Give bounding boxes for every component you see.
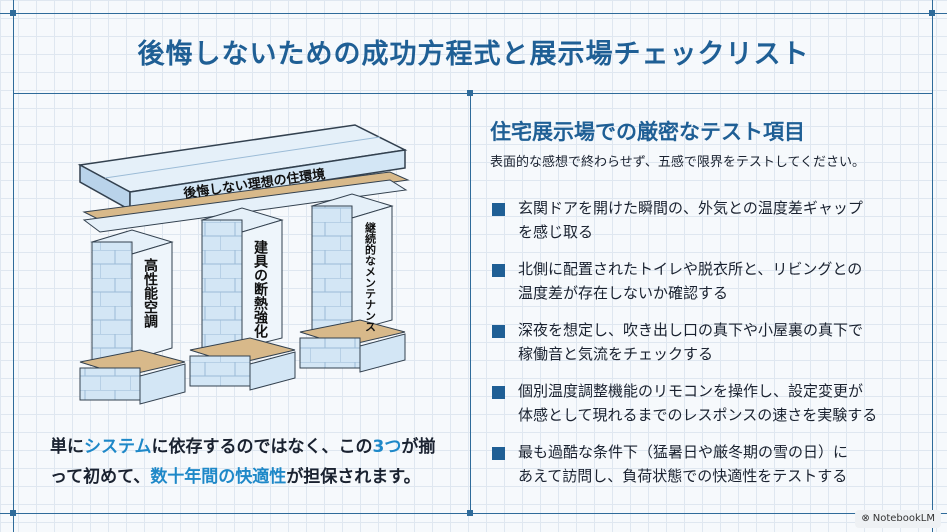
- pillar-label: 高性能空調: [142, 257, 158, 329]
- checklist-item: 玄関ドアを開けた瞬間の、外気との温度差ギャップ を感じ取る: [490, 196, 920, 257]
- checklist-item: 深夜を想定し、吹き出し口の真下や小屋裏の真下で 稼働音と気流をチェックする: [490, 318, 920, 379]
- checklist-subtitle: 表面的な感想で終わらせず、五感で限界をテストしてください。: [490, 155, 866, 170]
- checklist-item-line: 最も過酷な条件下（猛暑日や厳冬期の雪の日）に: [518, 443, 849, 461]
- corner-dot: [929, 10, 935, 16]
- pillar-illustration: 後悔しない理想の住環境 高性能空調 建具の断熱強化: [77, 124, 410, 405]
- checklist-item-line: 玄関ドアを開けた瞬間の、外気との温度差ギャップ: [518, 199, 863, 217]
- checklist-title: 住宅展示場での厳密なテスト項目: [490, 120, 805, 144]
- caption-part: 単に: [50, 437, 84, 457]
- divider-dot: [467, 90, 473, 96]
- frame-right-line: [932, 0, 933, 532]
- frame-bottom-line: [0, 513, 947, 514]
- caption-part: が揃って初めて、: [50, 437, 436, 487]
- checklist-item-line: 北側に配置されたトイレや脱衣所と、リビングとの: [518, 260, 863, 278]
- notebooklm-logo-icon: ⊗: [861, 513, 870, 524]
- frame-left-line: [13, 0, 14, 532]
- checklist-item-line: あえて訪問し、負荷状態での快適性をテストする: [518, 467, 848, 485]
- pillar-diagram: 後悔しない理想の住環境 高性能空調 建具の断熱強化: [70, 110, 410, 415]
- notebooklm-label: NotebookLM: [872, 513, 935, 524]
- pillar-label: 継続的なメンテナンス: [364, 221, 377, 332]
- checklist: 玄関ドアを開けた瞬間の、外気との温度差ギャップ を感じ取る 北側に配置されたトイ…: [490, 196, 920, 501]
- checklist-item-line: を感じ取る: [518, 223, 594, 241]
- page-title: 後悔しないための成功方程式と展示場チェックリスト: [137, 39, 810, 70]
- divider-dot: [467, 510, 473, 516]
- caption-part: が担保されます。: [286, 467, 421, 487]
- header-divider: [13, 93, 933, 94]
- square-bullet-icon: [492, 386, 505, 399]
- pillar-continuous-maintenance: [299, 193, 406, 373]
- notebooklm-badge: ⊗ NotebookLM: [855, 510, 941, 528]
- checklist-item: 最も過酷な条件下（猛暑日や厳冬期の雪の日）に あえて訪問し、負荷状態での快適性を…: [490, 440, 920, 501]
- caption-part: に依存するのではなく、この: [151, 437, 373, 457]
- pillar-high-performance-ac: [79, 229, 186, 405]
- square-bullet-icon: [492, 325, 505, 338]
- pillar-label: 建具の断熱強化: [252, 239, 269, 339]
- pillar-insulated-fittings: [189, 207, 296, 391]
- frame-top-line: [0, 13, 947, 14]
- corner-dot: [10, 10, 16, 16]
- caption-highlight: 数十年間の快適性: [150, 467, 287, 487]
- checklist-item: 北側に配置されたトイレや脱衣所と、リビングとの 温度差が存在しないか確認する: [490, 257, 920, 318]
- square-bullet-icon: [492, 264, 505, 277]
- square-bullet-icon: [492, 203, 505, 216]
- caption: 単にシステムに依存するのではなく、この3つが揃って初めて、数十年間の快適性が担保…: [50, 432, 450, 492]
- caption-highlight: 3つ: [372, 437, 402, 457]
- checklist-item-line: 個別温度調整機能のリモコンを操作し、設定変更が: [518, 382, 864, 400]
- checklist-item-line: 稼働音と気流をチェックする: [518, 345, 714, 363]
- column-divider: [470, 93, 471, 513]
- checklist-item-line: 体感として現れるまでのレスポンスの速さを実験する: [518, 406, 878, 424]
- corner-dot: [10, 510, 16, 516]
- caption-highlight: システム: [84, 437, 152, 457]
- square-bullet-icon: [492, 447, 505, 460]
- checklist-item-line: 温度差が存在しないか確認する: [518, 284, 729, 302]
- checklist-item-line: 深夜を想定し、吹き出し口の真下や小屋裏の真下で: [518, 321, 864, 339]
- roof-beam: [77, 124, 410, 233]
- checklist-item: 個別温度調整機能のリモコンを操作し、設定変更が 体感として現れるまでのレスポンス…: [490, 379, 920, 440]
